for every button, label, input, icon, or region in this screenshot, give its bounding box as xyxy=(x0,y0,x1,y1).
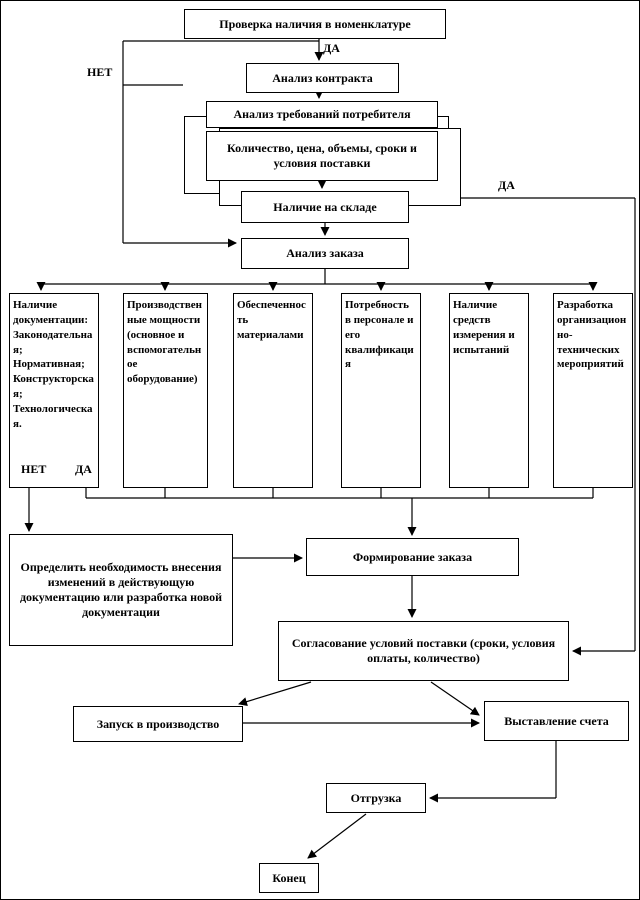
node-order-analysis: Анализ заказа xyxy=(241,238,409,269)
label-no-documentation: НЕТ xyxy=(21,462,47,476)
node-delivery-terms-agreement: Согласование условий поставки (сроки, ус… xyxy=(278,621,569,681)
label-yes-documentation: ДА xyxy=(75,462,92,476)
label-yes-top: ДА xyxy=(323,41,340,55)
node-production-launch: Запуск в производство xyxy=(73,706,243,742)
node-shipment: Отгрузка xyxy=(326,783,426,813)
node-production-capacity: Производственные мощности (основное и вс… xyxy=(123,293,208,488)
node-personnel-need: Потребность в персонале и его квалификац… xyxy=(341,293,421,488)
node-materials-supply: Обеспеченность материалами xyxy=(233,293,313,488)
node-order-formation: Формирование заказа xyxy=(306,538,519,576)
node-consumer-requirements: Анализ требований потребителя xyxy=(206,101,438,128)
node-org-technical-measures: Разработка организационно-технических ме… xyxy=(553,293,633,488)
node-invoicing: Выставление счета xyxy=(484,701,629,741)
label-no-left: НЕТ xyxy=(87,65,113,79)
node-check-nomenclature: Проверка наличия в номенклатуре xyxy=(184,9,446,39)
node-measurement-means: Наличие средств измерения и испытаний xyxy=(449,293,529,488)
node-documentation-availability: Наличие документации: Законодательная; Н… xyxy=(9,293,99,488)
node-end: Конец xyxy=(259,863,319,893)
node-determine-doc-changes: Определить необходимость внесения измене… xyxy=(9,534,233,646)
node-contract-analysis: Анализ контракта xyxy=(246,63,399,93)
label-yes-stock: ДА xyxy=(498,178,515,192)
node-quantity-price-terms: Количество, цена, объемы, сроки и услови… xyxy=(206,131,438,181)
node-stock-availability: Наличие на складе xyxy=(241,191,409,223)
